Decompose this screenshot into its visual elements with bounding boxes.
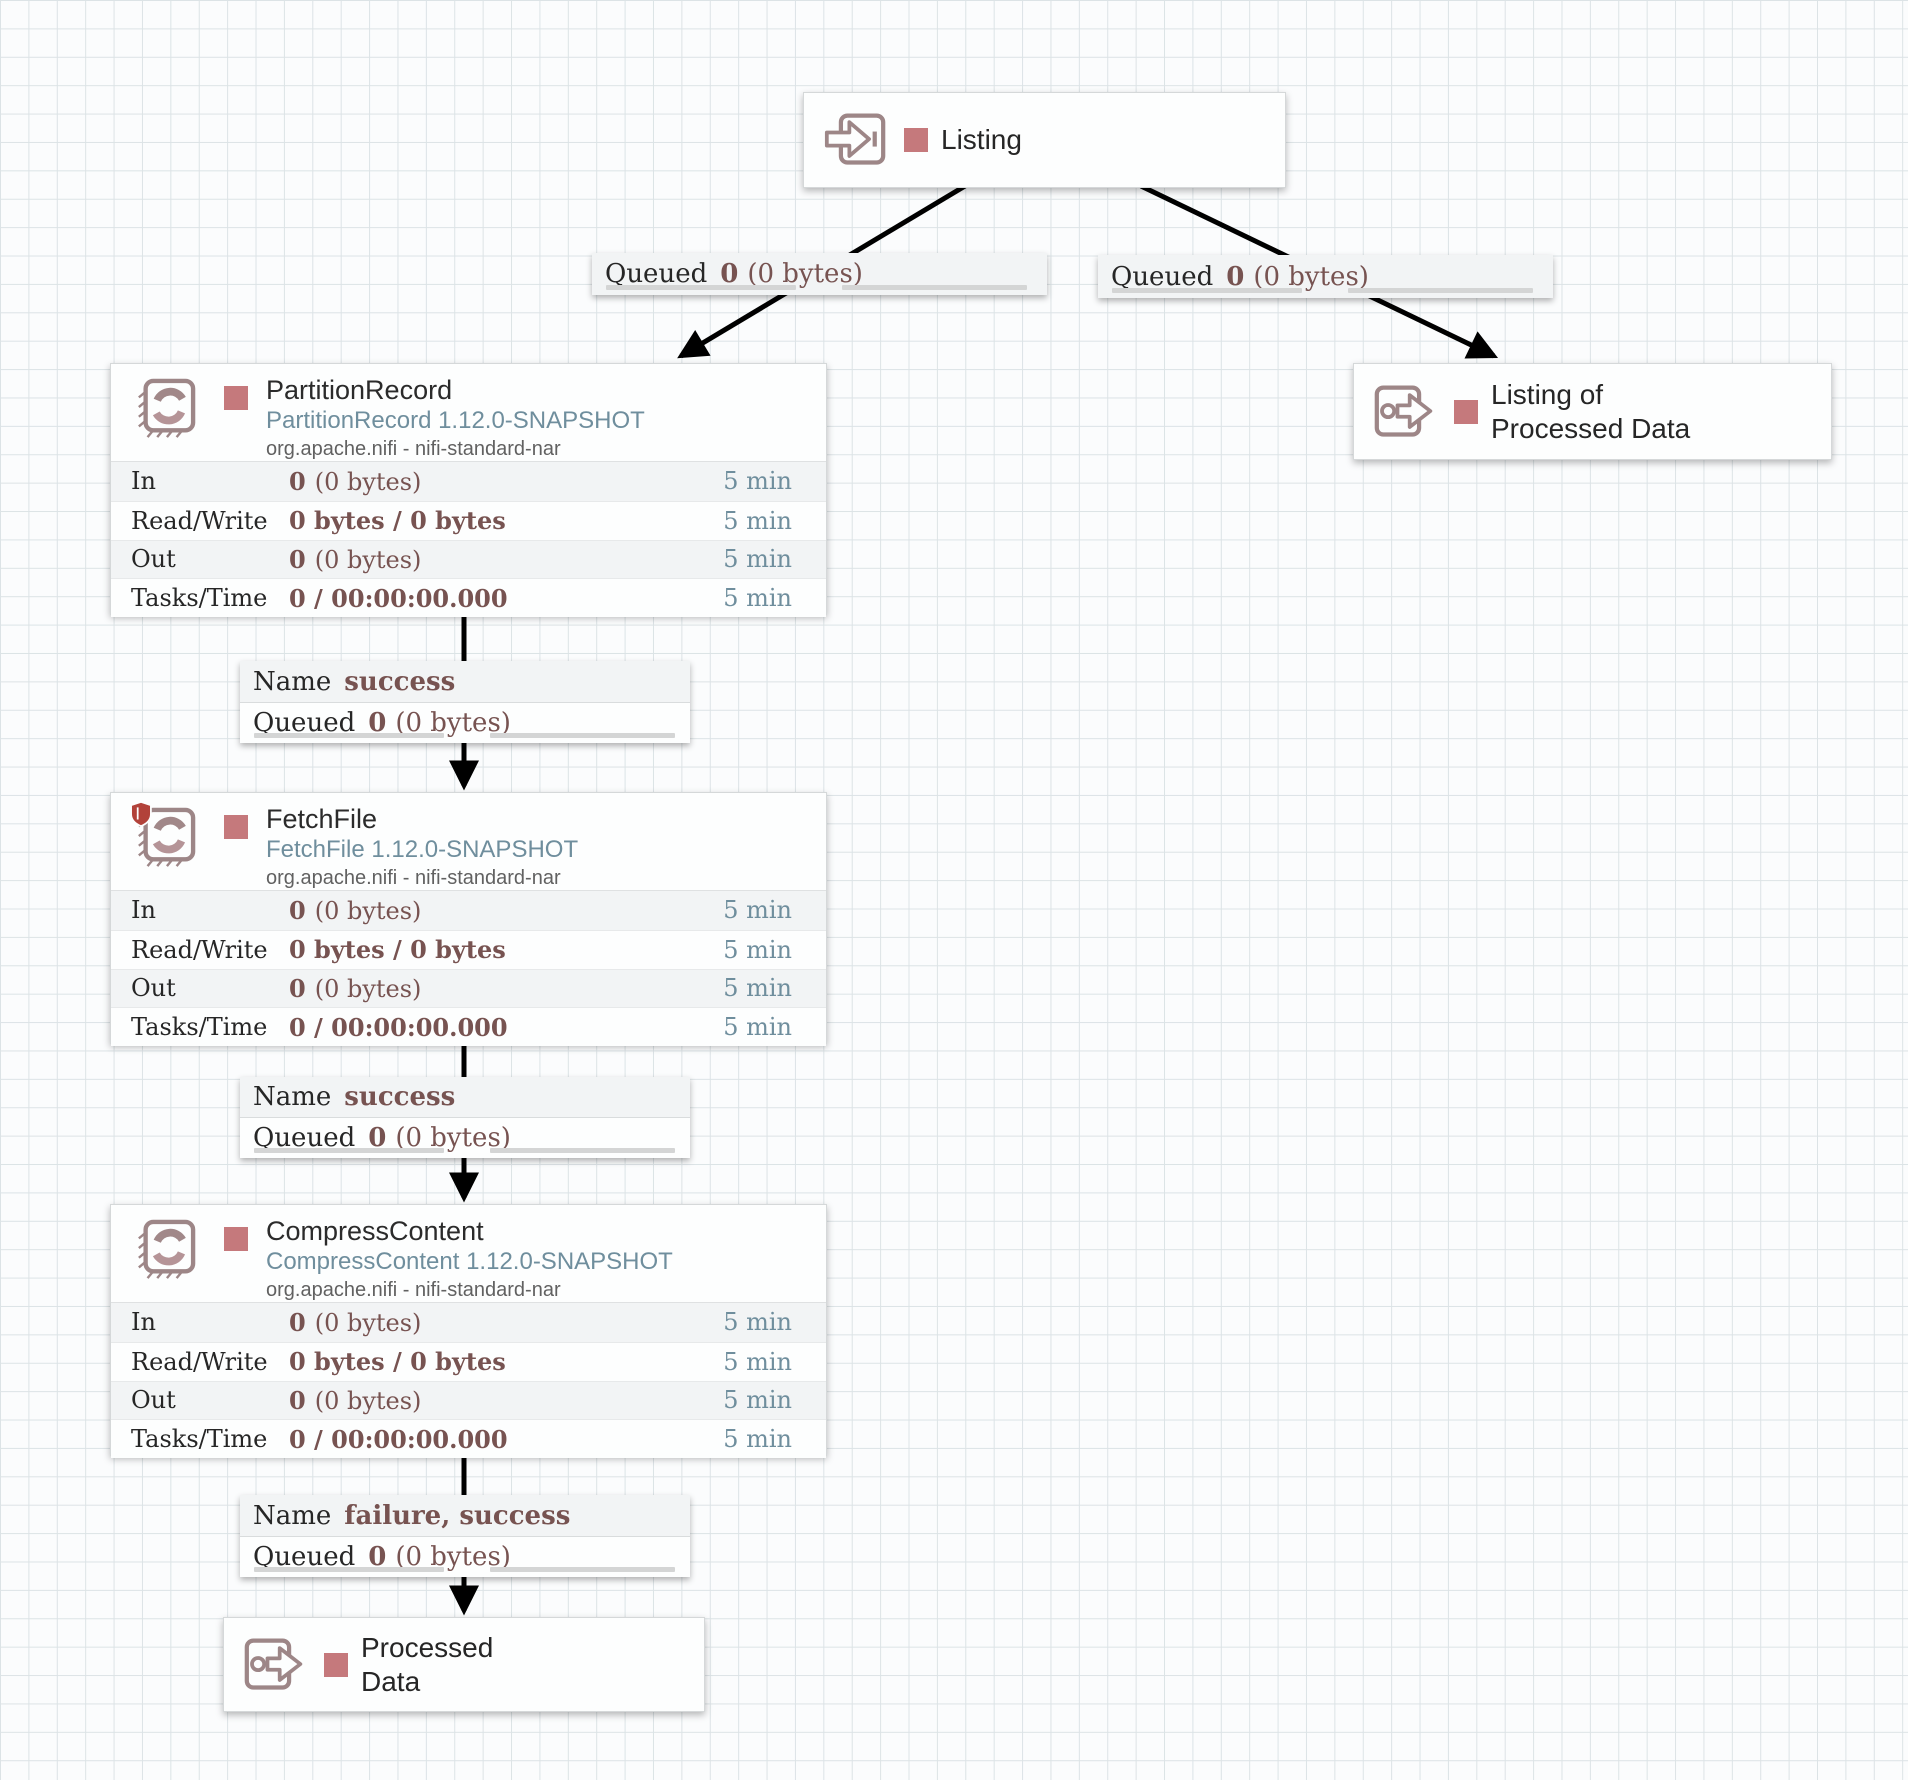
stat-row-out: Out 0(0 bytes) 5 min <box>111 539 826 579</box>
stat-row-readwrite: Read/Write 0 bytes / 0 bytes 5 min <box>111 1341 826 1381</box>
stopped-indicator <box>224 386 248 410</box>
queue-count-bar <box>254 733 444 738</box>
processor-name: CompressContent <box>266 1216 484 1246</box>
connection-label-queued[interactable]: Queued 0(0 bytes) <box>1098 255 1553 298</box>
stat-row-out: Out 0(0 bytes) 5 min <box>111 1380 826 1420</box>
output-port-icon <box>1374 384 1433 437</box>
queue-count-bar <box>254 1567 444 1572</box>
processor-partitionrecord[interactable]: PartitionRecord PartitionRecord 1.12.0-S… <box>110 363 827 617</box>
stat-row-in: In 0(0 bytes) 5 min <box>111 1303 826 1342</box>
queue-size-bar <box>842 285 1027 290</box>
processor-stats: In 0(0 bytes) 5 min Read/Write 0 bytes /… <box>111 461 826 617</box>
connection-label-queued[interactable]: Queued 0(0 bytes) <box>592 253 1047 295</box>
output-port-listing-of-processed-data[interactable]: Listing of Processed Data <box>1353 363 1832 460</box>
stat-row-readwrite: Read/Write 0 bytes / 0 bytes 5 min <box>111 500 826 540</box>
processor-type: FetchFile 1.12.0-SNAPSHOT <box>266 836 579 863</box>
stopped-indicator <box>904 128 928 152</box>
processor-compresscontent[interactable]: CompressContent CompressContent 1.12.0-S… <box>110 1204 827 1458</box>
processor-type: PartitionRecord 1.12.0-SNAPSHOT <box>266 407 645 434</box>
stopped-indicator <box>324 1652 348 1677</box>
restricted-shield-icon <box>130 800 152 828</box>
input-port-icon <box>824 113 886 165</box>
processor-stats: In 0(0 bytes) 5 min Read/Write 0 bytes /… <box>111 1302 826 1458</box>
connection-label-failure-success[interactable]: Name failure, success Queued 0(0 bytes) <box>240 1495 690 1577</box>
stat-row-taskstime: Tasks/Time 0 / 00:00:00.000 5 min <box>111 1419 826 1458</box>
queue-size-bar <box>1348 288 1533 293</box>
queue-size-bar <box>490 1148 675 1153</box>
input-port-listing[interactable]: Listing <box>803 92 1286 188</box>
queue-size-bar <box>490 733 675 738</box>
stat-row-taskstime: Tasks/Time 0 / 00:00:00.000 5 min <box>111 1007 826 1046</box>
processor-name: PartitionRecord <box>266 375 453 405</box>
processor-bundle: org.apache.nifi - nifi-standard-nar <box>266 1279 561 1301</box>
processor-stats: In 0(0 bytes) 5 min Read/Write 0 bytes /… <box>111 890 826 1046</box>
queue-count-bar <box>254 1148 444 1153</box>
queue-size-bar <box>490 1567 675 1572</box>
processor-bundle: org.apache.nifi - nifi-standard-nar <box>266 867 561 889</box>
port-name: Processed Data <box>361 1631 494 1697</box>
port-name: Listing of Processed Data <box>1491 378 1691 444</box>
processor-icon <box>138 1219 196 1279</box>
stat-row-readwrite: Read/Write 0 bytes / 0 bytes 5 min <box>111 929 826 969</box>
processor-name: FetchFile <box>266 804 378 834</box>
processor-bundle: org.apache.nifi - nifi-standard-nar <box>266 438 561 460</box>
stat-row-in: In 0(0 bytes) 5 min <box>111 462 826 501</box>
processor-type: CompressContent 1.12.0-SNAPSHOT <box>266 1248 673 1275</box>
processor-icon <box>138 378 196 438</box>
queue-count-bar <box>606 285 796 290</box>
stat-row-in: In 0(0 bytes) 5 min <box>111 891 826 930</box>
stopped-indicator <box>1454 399 1478 424</box>
port-name: Listing <box>941 124 1022 155</box>
stopped-indicator <box>224 1227 248 1251</box>
stat-row-out: Out 0(0 bytes) 5 min <box>111 968 826 1008</box>
connection-label-success[interactable]: Name success Queued 0(0 bytes) <box>240 1077 690 1158</box>
output-port-processed-data[interactable]: Processed Data <box>223 1617 705 1712</box>
processor-fetchfile[interactable]: FetchFile FetchFile 1.12.0-SNAPSHOT org.… <box>110 792 827 1046</box>
stat-row-taskstime: Tasks/Time 0 / 00:00:00.000 5 min <box>111 578 826 617</box>
stopped-indicator <box>224 815 248 839</box>
connection-label-success[interactable]: Name success Queued 0(0 bytes) <box>240 661 690 743</box>
queue-count-bar <box>1112 288 1302 293</box>
output-port-icon <box>244 1637 303 1690</box>
